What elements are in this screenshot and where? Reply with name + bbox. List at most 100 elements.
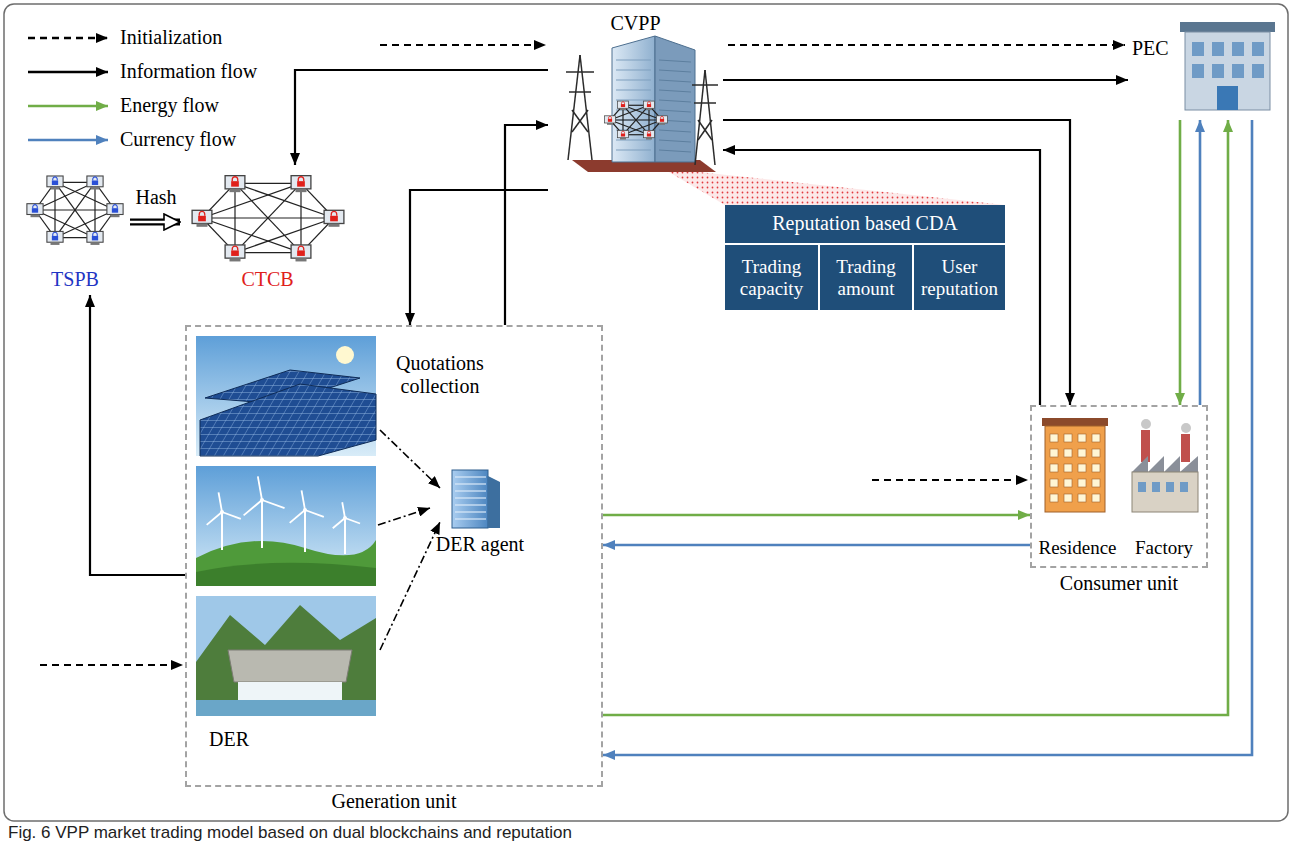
cvpp-network-icon <box>607 123 613 125</box>
tspb-network-icon <box>91 187 100 190</box>
building-windows <box>659 110 691 112</box>
building-windows <box>1092 479 1100 487</box>
node-label: DER agent <box>436 533 524 556</box>
tspb-network-icon <box>113 205 118 209</box>
wind-turbines <box>207 512 222 525</box>
table-cell: Trading capacity <box>725 243 818 310</box>
factory-building <box>1141 430 1150 462</box>
currency-flow-arrow <box>603 544 1030 547</box>
tspb-network-icon <box>87 231 103 242</box>
building-windows <box>1092 449 1100 457</box>
legend-samples <box>28 71 108 74</box>
double-line-core <box>130 221 166 224</box>
pec-building <box>1185 32 1270 110</box>
wind-turbines <box>302 490 305 510</box>
ctcb-network-icon <box>300 183 301 252</box>
tspb-network-icon <box>27 176 123 245</box>
der-agent-building <box>452 470 488 528</box>
zoom-triangle <box>662 168 1005 205</box>
building-windows <box>1092 434 1100 442</box>
ctcb-network-icon <box>324 210 344 227</box>
cvpp-network-icon <box>661 116 664 118</box>
cvpp-network-icon <box>618 131 629 140</box>
cvpp-network-icon <box>646 138 652 140</box>
node-label: Reputation based CDA <box>772 212 958 235</box>
factory-building <box>1181 434 1190 462</box>
quotation-lines <box>380 522 440 650</box>
transmission-tower <box>568 55 580 160</box>
tspb-network-icon <box>107 204 123 215</box>
tspb-network-icon <box>54 182 55 237</box>
wind-photo <box>196 466 376 586</box>
information-flow-arrow <box>723 120 1070 405</box>
der-agent: DER agent <box>430 465 530 560</box>
ctcb-network-icon <box>231 181 239 187</box>
ctcb-network-icon <box>296 258 307 261</box>
ctcb-network-icon <box>199 211 205 215</box>
building-windows <box>659 140 691 142</box>
cvpp-network-icon <box>657 116 668 125</box>
cvpp-network-icon <box>648 102 651 104</box>
node-label: CTCB <box>241 268 293 291</box>
information-flow-arrow <box>410 190 548 325</box>
cvpp-network-icon <box>618 101 629 110</box>
cvpp-network-icon <box>622 131 625 133</box>
cvpp-network-icon <box>647 134 651 137</box>
cvpp-network-icon <box>610 120 649 135</box>
cvpp-network-icon <box>621 104 625 107</box>
pec-building <box>1180 22 1275 32</box>
tspb-network-icon <box>94 182 95 237</box>
tspb-network-icon <box>27 204 43 215</box>
der-agent-building <box>452 470 500 528</box>
cvpp-node: CVPP <box>548 8 723 203</box>
building-windows <box>659 90 691 92</box>
tspb-network-icon <box>92 180 98 185</box>
wind-turbines <box>343 516 347 520</box>
legend-label: Energy flow <box>120 94 219 117</box>
pec-building <box>1212 64 1224 78</box>
pec-building <box>1192 42 1204 56</box>
ctcb-network-icon <box>192 210 212 227</box>
node-label: Consumer unit <box>1060 572 1178 595</box>
ctcb-network-icon <box>296 189 307 192</box>
ctcb-network-icon <box>298 246 304 250</box>
tspb-network-icon <box>31 215 40 218</box>
building-windows <box>616 70 651 71</box>
tspb-network-icon <box>32 208 38 213</box>
cvpp-network-icon <box>648 131 651 133</box>
ctcb-network-icon <box>225 176 245 189</box>
cvpp-network-icon <box>605 116 616 123</box>
quotation-lines <box>380 430 440 488</box>
consumer-unit: Consumer unitResidenceFactory <box>1030 405 1208 597</box>
cvpp-network-icon <box>621 134 625 137</box>
building-windows <box>1078 434 1086 442</box>
wind-turbines <box>258 476 262 500</box>
wind-turbines <box>219 492 222 512</box>
currency-flow-arrow <box>1199 120 1202 405</box>
tspb-network-icon <box>27 204 43 218</box>
cvpp-network-icon <box>657 116 668 123</box>
factory-building <box>1141 419 1151 429</box>
pec-node: PEC <box>1128 10 1278 120</box>
tspb-network-icon <box>107 204 123 218</box>
tspb-network-icon <box>87 176 103 187</box>
wind-turbines <box>207 492 241 550</box>
building-windows <box>1050 449 1058 457</box>
transmission-tower <box>572 110 588 132</box>
legend-samples <box>28 38 108 140</box>
cvpp-network-icon <box>618 131 629 138</box>
wind-turbines <box>333 502 360 554</box>
building-windows <box>616 150 651 151</box>
ctcb-network-icon <box>198 216 206 222</box>
tspb-network-icon <box>47 176 63 187</box>
transmission-tower <box>698 120 712 140</box>
ctcb-network-icon <box>235 183 301 252</box>
factory-building <box>1132 419 1198 512</box>
quotation-lines <box>380 430 440 650</box>
ctcb-network-icon <box>192 176 344 262</box>
reputation-table: Reputation based CDATrading capacityTrad… <box>725 205 1005 310</box>
hydro-photo <box>196 605 376 716</box>
ctcb-network-icon <box>225 245 245 261</box>
tspb-network-icon <box>47 231 63 242</box>
